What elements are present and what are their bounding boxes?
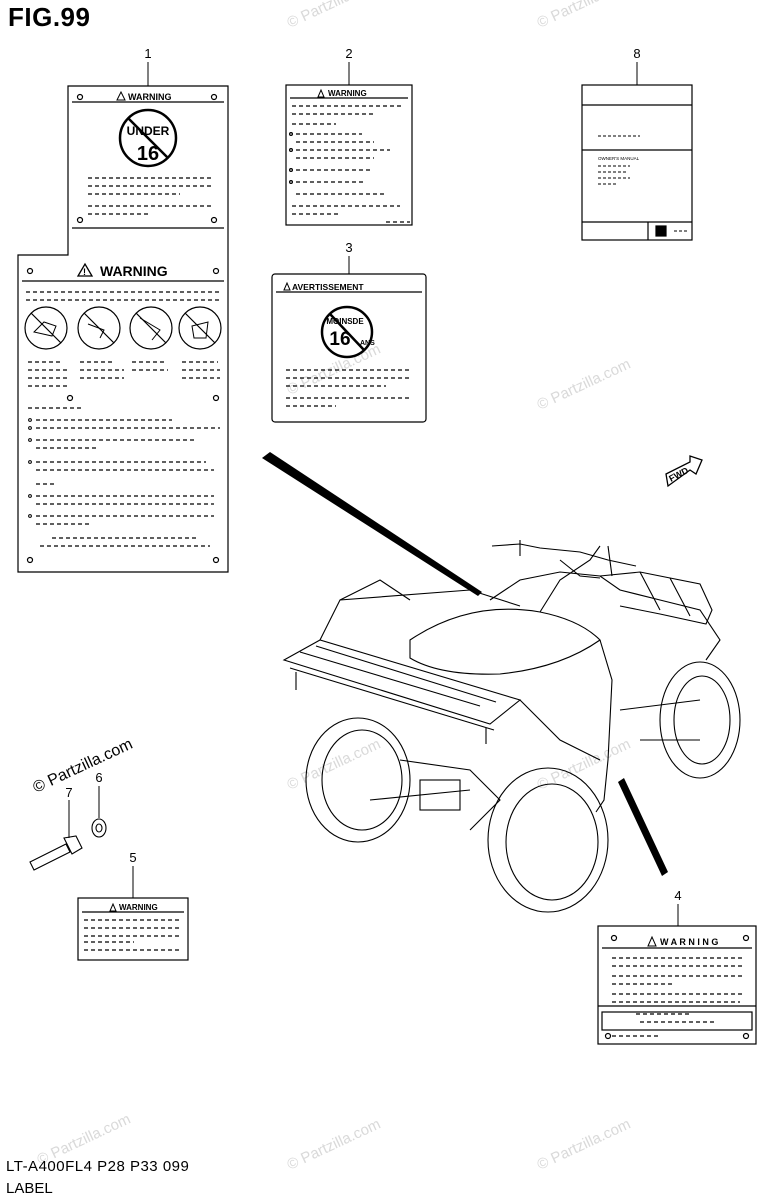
figure-caption: LABEL — [6, 1180, 53, 1197]
label-4-lower — [598, 1050, 756, 1094]
callout-3: 3 — [345, 240, 352, 255]
label-2 — [285, 84, 413, 226]
label1-bottom-heading: WARNING — [100, 263, 168, 279]
label3-badge-line1: MOINSDE — [326, 317, 364, 326]
callout-4: 4 — [674, 888, 681, 903]
bolt-part-7 — [29, 835, 83, 871]
watermark: © Partzilla.com — [535, 1116, 634, 1174]
fwd-arrow-label: FWD — [667, 465, 690, 484]
callout-2: 2 — [345, 46, 352, 61]
label-1 — [17, 85, 229, 573]
watermark: © Partzilla.com — [285, 1116, 384, 1174]
label4-heading: W A R N I N G — [660, 937, 718, 947]
label-3-text: AVERTISSEMENT MOINSDE 16 ANS — [292, 282, 375, 350]
washer-part-6 — [91, 818, 107, 838]
watermark-dark: © Partzilla.com — [31, 736, 136, 797]
callout-8: 8 — [633, 46, 640, 61]
callout-5: 5 — [129, 850, 136, 865]
leader-wedges — [262, 452, 668, 876]
watermarks: © Partzilla.com © Partzilla.com © Partzi… — [31, 0, 634, 1174]
label1-badge-line1: UNDER — [127, 124, 170, 138]
callout-leaders — [68, 62, 679, 926]
label2-heading: WARNING — [328, 89, 367, 98]
label-8-manual — [581, 84, 693, 241]
label-1-text: WARNING UNDER 16 WARNING ! — [83, 92, 172, 279]
watermark: © Partzilla.com — [285, 0, 384, 32]
label8-heading: OWNER'S MANUAL — [598, 156, 640, 161]
label3-badge-line3: ANS — [360, 340, 375, 347]
watermark: © Partzilla.com — [535, 0, 634, 32]
model-code: LT-A400FL4 P28 P33 099 — [6, 1158, 190, 1175]
callout-6: 6 — [95, 770, 102, 785]
callout-1: 1 — [144, 46, 151, 61]
label1-warning-mark: ! — [83, 267, 86, 277]
fwd-arrow: FWD — [665, 455, 703, 488]
watermark: © Partzilla.com — [535, 356, 634, 414]
label1-top-heading: WARNING — [128, 92, 172, 102]
watermark: © Partzilla.com — [535, 736, 634, 794]
label3-heading: AVERTISSEMENT — [292, 282, 364, 292]
label3-badge-line2: 16 — [329, 329, 350, 350]
atv-vehicle — [282, 540, 741, 913]
callout-7: 7 — [65, 785, 72, 800]
label1-badge-line2: 16 — [137, 143, 159, 165]
figure-title: FIG.99 — [8, 2, 91, 32]
callout-numbers: 1 2 3 4 5 6 7 8 — [65, 46, 681, 903]
label-4 — [597, 925, 757, 1045]
label5-heading: WARNING — [119, 903, 158, 912]
